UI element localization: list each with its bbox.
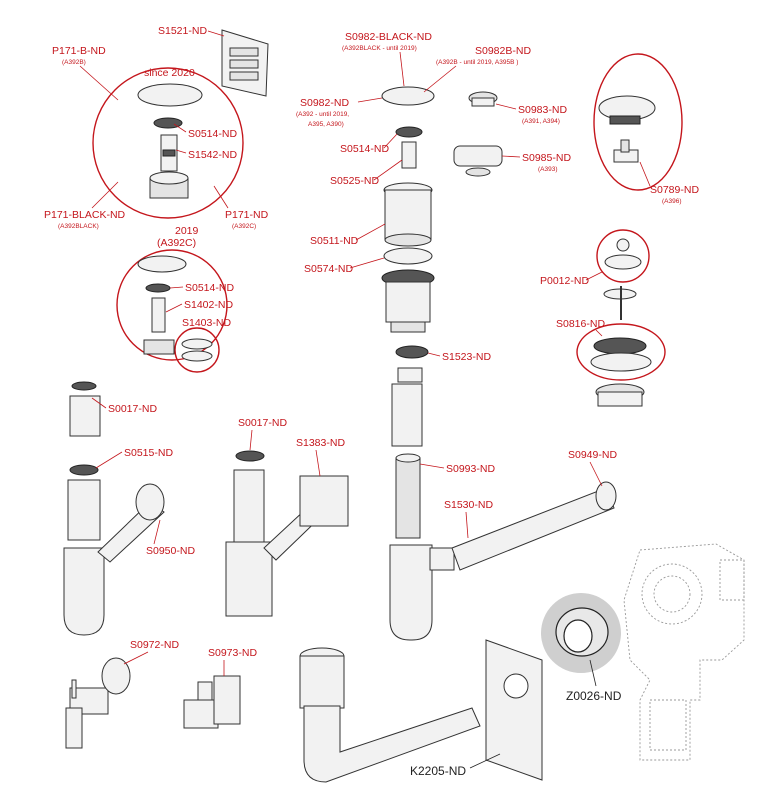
s0972-angle-valve [65, 657, 131, 749]
s0983-cap-part [468, 91, 498, 107]
label-s0993: S0993-ND [446, 463, 495, 475]
label-since-2020: since 2020 [144, 67, 195, 79]
bottom-elbow-pipe [299, 647, 481, 783]
label-s0017-mid: S0017-ND [238, 417, 287, 429]
p0012-circle [596, 229, 650, 283]
label-s0515: S0515-ND [124, 447, 173, 459]
label-2019: 2019 [175, 225, 199, 237]
label-s1530: S1530-ND [444, 499, 493, 511]
label-s0985-sub: (A393) [538, 166, 558, 173]
label-p171-black: P171-BLACK-ND [44, 209, 126, 221]
z0026-part [555, 607, 609, 657]
label-s0789: S0789-ND [650, 184, 699, 196]
label-s0982-sub2: A395, A390) [308, 121, 344, 128]
label-s1403: S1403-ND [182, 317, 231, 329]
label-2019-sub: (A392C) [157, 237, 196, 249]
label-s1383: S1383-ND [296, 437, 345, 449]
s0789-group-ellipse [593, 53, 683, 191]
square-bottle-trap [225, 450, 349, 617]
label-s1523: S1523-ND [442, 351, 491, 363]
label-k2205: K2205-ND [410, 764, 466, 778]
label-p171-black-sub: (A392BLACK) [58, 223, 99, 230]
label-s0985: S0985-ND [522, 152, 571, 164]
label-p171-sub: (A392C) [232, 223, 256, 230]
label-s1542: S1542-ND [188, 149, 237, 161]
label-s0514-top: S0514-ND [188, 128, 237, 140]
central-tube-stack [391, 367, 423, 539]
label-z0026: Z0026-ND [566, 689, 622, 703]
s0982-cap-part [381, 86, 435, 169]
s1403-inner-circle [174, 327, 220, 373]
p171-group-circle [92, 67, 244, 219]
label-s0982-sub1: (A392 - until 2019, [296, 111, 349, 118]
label-s0982-black-sub: (A392BLACK - until 2019) [342, 45, 417, 52]
label-p0012: P0012-ND [540, 275, 589, 287]
label-s0789-sub: (A396) [662, 198, 682, 205]
label-s0982-black: S0982-BLACK-ND [345, 31, 432, 43]
label-s0816: S0816-ND [556, 318, 605, 330]
s1523-ring-part [395, 345, 429, 359]
label-s0949: S0949-ND [568, 449, 617, 461]
label-s0972: S0972-ND [130, 639, 179, 651]
label-s0983-sub: (A391, A394) [522, 118, 560, 125]
s0789-parts [598, 95, 656, 163]
p171-parts [137, 83, 203, 199]
label-s0574: S0574-ND [304, 263, 353, 275]
s0973-square-valve [183, 675, 241, 729]
k2205-plate-part [485, 639, 543, 781]
ghost-wall-trap [623, 543, 745, 761]
label-p171-b: P171-B-ND [52, 45, 106, 57]
label-s0514-mid: S0514-ND [185, 282, 234, 294]
label-s1521: S1521-ND [158, 25, 207, 37]
2019-group-circle [116, 249, 228, 361]
label-s0514-center: S0514-ND [340, 143, 389, 155]
p0012-s0816-parts [590, 238, 652, 407]
label-s0982b: S0982B-ND [475, 45, 531, 57]
s0816-group-ellipse [576, 323, 666, 381]
label-s0973: S0973-ND [208, 647, 257, 659]
label-s0982b-sub: (A392B - until 2019, A395B ) [436, 59, 518, 66]
label-s0982: S0982-ND [300, 97, 349, 109]
label-p171: P171-ND [225, 209, 269, 221]
s1521-grid-part [221, 29, 269, 97]
drain-body-parts [381, 182, 435, 333]
label-s0511: S0511-ND [310, 235, 359, 247]
label-s1402: S1402-ND [184, 299, 233, 311]
label-s0950: S0950-ND [146, 545, 195, 557]
label-p171-b-sub: (A392B) [62, 59, 86, 66]
left-bottle-trap [63, 381, 165, 636]
label-s0017-left: S0017-ND [108, 403, 157, 415]
s0985-cap-part [453, 145, 503, 177]
2019-parts [137, 255, 213, 362]
label-s0525: S0525-ND [330, 175, 379, 187]
center-bottle-trap [389, 481, 617, 641]
label-s0983: S0983-ND [518, 104, 567, 116]
